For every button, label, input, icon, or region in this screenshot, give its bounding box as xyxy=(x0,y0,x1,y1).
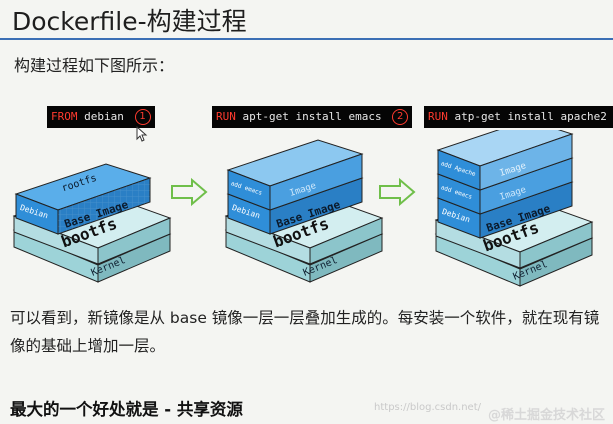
description-paragraph: 可以看到，新镜像是从 base 镜像一层一层叠加生成的。每安装一个软件，就在现有… xyxy=(10,309,600,355)
stack-2: Kernel bootfs Debian Base Image add emac… xyxy=(224,139,384,283)
page-title: Dockerfile-构建过程 xyxy=(12,7,247,36)
step-1-command: FROM debian 1 xyxy=(47,106,155,128)
mouse-pointer-icon xyxy=(136,126,148,142)
layer-diagram: Kernel bootfs Debian Base Image rootfs K… xyxy=(12,130,594,287)
arrow-right-icon xyxy=(379,177,416,207)
step-3-keyword: RUN xyxy=(428,110,448,123)
stack-3: Kernel bootfs Debian Base Image add emac… xyxy=(434,130,594,287)
step-2-number: 2 xyxy=(392,109,409,125)
step-2-text: apt-get install emacs xyxy=(242,110,382,123)
arrow-right-icon xyxy=(171,177,208,207)
subtitle: 构建过程如下图所示： xyxy=(14,56,175,75)
step-1-text: debian xyxy=(84,110,124,123)
title-divider xyxy=(0,38,613,40)
step-2-command: RUN apt-get install emacs 2 xyxy=(212,106,413,128)
step-3-command: RUN atp-get install apache2 3 xyxy=(424,106,613,128)
step-1-keyword: FROM xyxy=(51,110,78,123)
step-2-keyword: RUN xyxy=(216,110,236,123)
watermark-url: https://blog.csdn.net/ xyxy=(374,402,481,413)
step-3-text: atp-get install apache2 xyxy=(454,110,607,123)
stack-1: Kernel bootfs Debian Base Image rootfs xyxy=(12,163,172,283)
watermark-brand: @稀土掘金技术社区 xyxy=(487,408,605,423)
key-point: 最大的一个好处就是 - 共享资源 xyxy=(10,400,243,419)
step-1-number: 1 xyxy=(134,109,151,125)
